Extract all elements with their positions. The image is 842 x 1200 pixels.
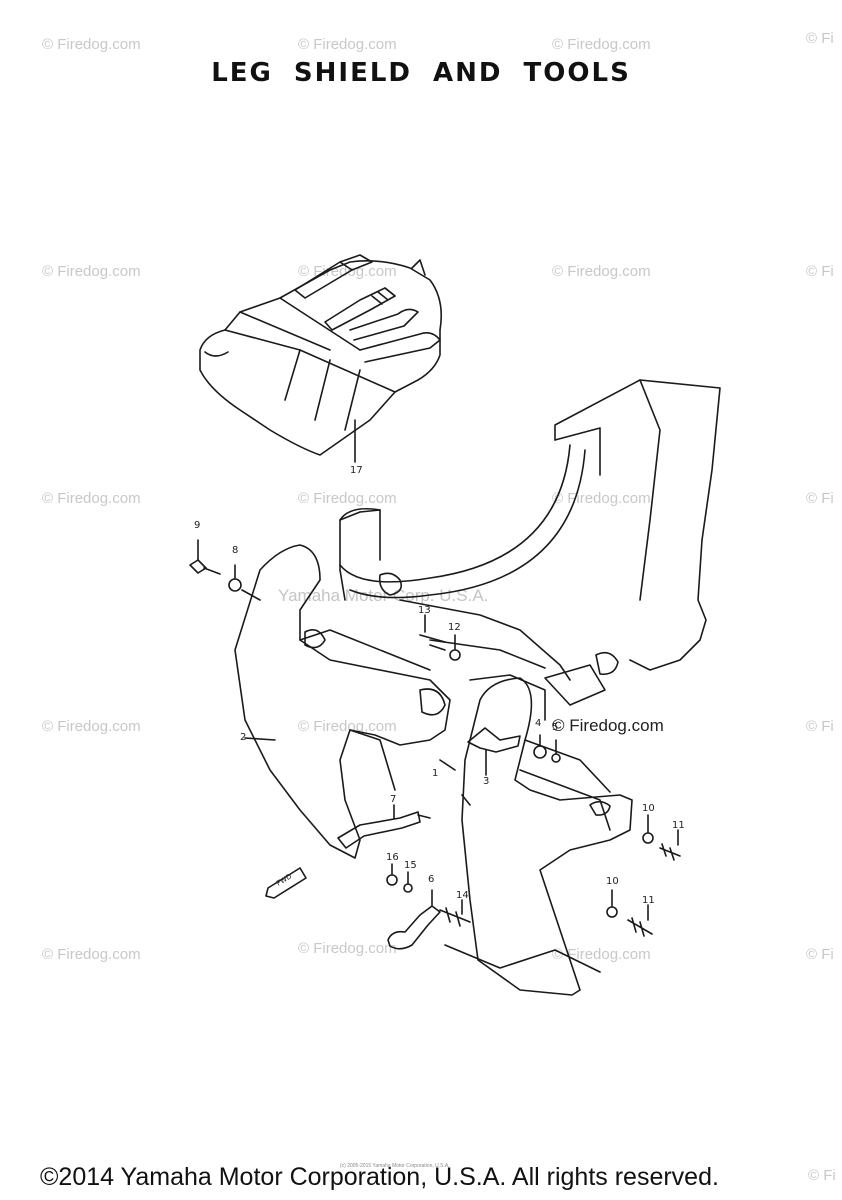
callout-12: 12	[448, 622, 461, 633]
fwd-arrow-icon	[265, 867, 307, 899]
callout-4: 4	[535, 718, 542, 729]
watermark: © Firedog.com	[298, 263, 397, 280]
watermark: © Firedog.com	[298, 36, 397, 53]
watermark: © Fi	[806, 30, 834, 47]
frame	[339, 379, 721, 721]
callout-13: 13	[418, 605, 431, 616]
callout-11b: 11	[642, 895, 655, 906]
callout-1: 1	[432, 768, 439, 779]
watermark: © Firedog.com	[298, 490, 397, 507]
center-watermark: Yamaha Motor Corp. U.S.A.	[278, 586, 489, 605]
callout-11a: 11	[672, 820, 685, 831]
callout-5: 5	[552, 722, 559, 733]
callout-10a: 10	[642, 803, 655, 814]
watermark: © Firedog.com	[298, 718, 397, 735]
watermark: © Firedog.com	[298, 940, 397, 957]
watermark: © Firedog.com	[42, 718, 141, 735]
fasteners	[189, 539, 681, 937]
stay-7	[337, 804, 431, 849]
callout-2: 2	[240, 732, 247, 743]
callout-15: 15	[404, 860, 417, 871]
callout-9: 9	[194, 520, 201, 531]
tool-bag	[199, 254, 443, 463]
page-title: LEG SHIELD AND TOOLS	[211, 58, 631, 88]
callout-3: 3	[483, 776, 490, 787]
watermark: © Firedog.com	[42, 946, 141, 963]
watermark: © Firedog.com	[42, 490, 141, 507]
left-leg-shield	[234, 544, 451, 859]
watermark: © Fi	[806, 263, 834, 280]
watermark: © Firedog.com	[552, 946, 651, 963]
callout-14: 14	[456, 890, 469, 901]
right-leg-shield	[461, 677, 633, 996]
watermark: © Fi	[806, 490, 834, 507]
footer-copyright: ©2014 Yamaha Motor Corporation, U.S.A. A…	[40, 1163, 719, 1191]
callout-7: 7	[390, 794, 397, 805]
watermark: © Firedog.com	[42, 36, 141, 53]
watermark: © Firedog.com	[552, 36, 651, 53]
callout-6: 6	[428, 874, 435, 885]
callout-16: 16	[386, 852, 399, 863]
mid-watermark: © Firedog.com	[552, 716, 664, 735]
watermark: © Fi	[806, 946, 834, 963]
callout-10b: 10	[606, 876, 619, 887]
watermark: © Firedog.com	[42, 263, 141, 280]
watermark: © Firedog.com	[552, 263, 651, 280]
stay-6	[387, 889, 601, 973]
callout-17: 17	[350, 465, 363, 476]
watermark: © Fi	[806, 718, 834, 735]
callout-8: 8	[232, 545, 239, 556]
tiny-copyright: (c) 2005-2015 Yamaha Motor Corporation, …	[340, 1163, 450, 1169]
watermark: © Fi	[808, 1167, 836, 1184]
